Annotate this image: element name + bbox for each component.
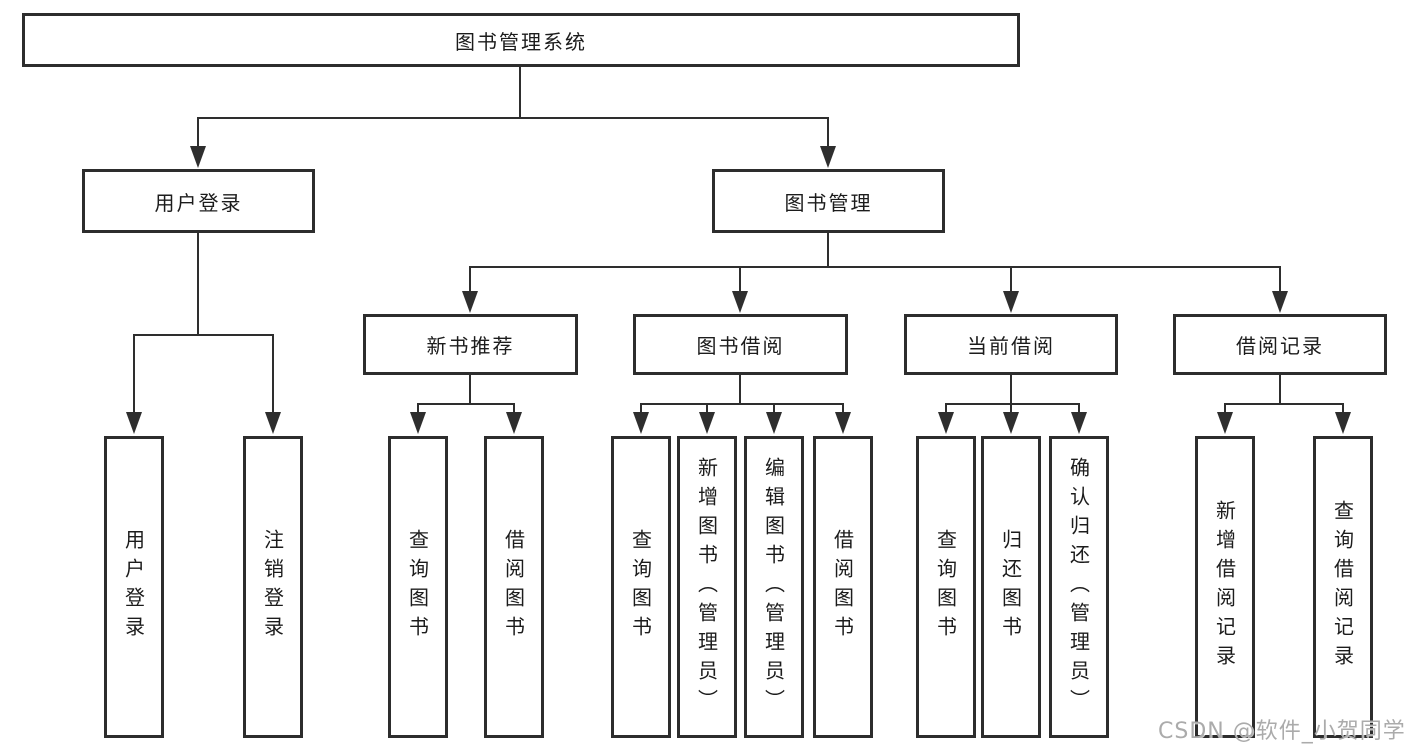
node-book-management-system: 图书管理系统 [22,13,1020,67]
leaf-borrow-books-recommend: 借阅图书 [484,436,544,738]
leaf-borrow-books: 借阅图书 [813,436,873,738]
node-label: 图书管理 [784,190,873,215]
node-new-book-recommend: 新书推荐 [363,314,578,375]
node-label: 查询图书 [405,529,430,645]
leaf-add-books-admin: 新增图书（管理员） [677,436,737,738]
leaf-add-borrow-record: 新增借阅记录 [1195,436,1255,738]
leaf-logout: 注销登录 [243,436,303,738]
node-current-borrow: 当前借阅 [904,314,1118,375]
node-borrow-records: 借阅记录 [1173,314,1387,375]
node-label: 编辑图书（管理员） [761,456,786,718]
node-label: 归还图书 [998,529,1023,645]
leaf-query-books-recommend: 查询图书 [388,436,448,738]
leaf-query-borrow-record: 查询借阅记录 [1313,436,1373,738]
node-label: 查询借阅记录 [1330,500,1355,674]
node-label: 注销登录 [260,529,285,645]
node-label: 借阅图书 [501,529,526,645]
leaf-user-login: 用户登录 [104,436,164,738]
node-label: 查询图书 [933,529,958,645]
node-user-login: 用户登录 [82,169,315,233]
leaf-edit-books-admin: 编辑图书（管理员） [744,436,804,738]
node-label: 借阅图书 [830,529,855,645]
node-book-management: 图书管理 [712,169,945,233]
node-label: 用户登录 [154,190,243,215]
node-label: 新书推荐 [426,334,515,358]
node-label: 图书管理系统 [455,29,587,54]
node-label: 新增借阅记录 [1212,500,1237,674]
node-label: 图书借阅 [696,334,785,358]
node-label: 用户登录 [121,529,146,645]
csdn-watermark: CSDN @软件_小贺同学 [1158,719,1405,744]
node-label: 查询图书 [628,529,653,645]
node-label: 借阅记录 [1236,334,1324,358]
node-label: 新增图书（管理员） [694,456,719,718]
leaf-return-books: 归还图书 [981,436,1041,738]
leaf-confirm-return-admin: 确认归还（管理员） [1049,436,1109,738]
node-label: 当前借阅 [967,334,1055,358]
node-book-borrow: 图书借阅 [633,314,848,375]
node-label: 确认归还（管理员） [1066,456,1091,718]
leaf-query-books-borrow: 查询图书 [611,436,671,738]
leaf-query-books-current: 查询图书 [916,436,976,738]
